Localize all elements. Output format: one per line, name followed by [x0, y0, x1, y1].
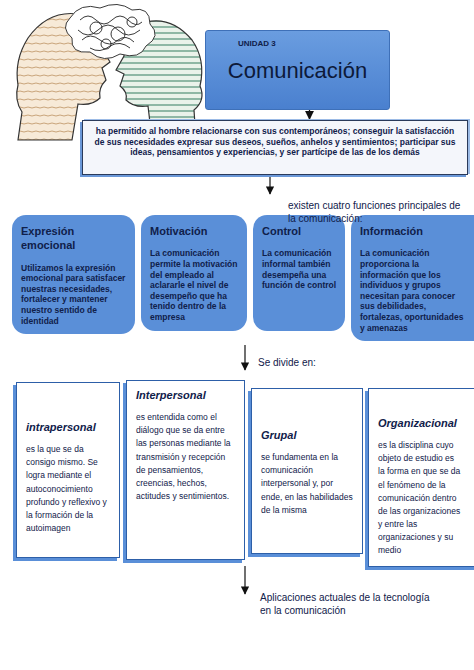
- title-box: UNIDAD 3 Comunicación: [205, 30, 390, 110]
- box-heading: UNIDAD 3: [238, 39, 379, 48]
- function-box: Motivación La comunicación permite la mot…: [141, 215, 247, 331]
- box-text: se fundamenta en la comunicación interpe…: [261, 451, 354, 517]
- note-text: Aplicaciones actuales de la tecnología e…: [260, 592, 440, 617]
- function-box: Control La comunicación informal también …: [253, 215, 345, 331]
- box-text: Comunicación: [216, 58, 379, 84]
- box-heading: Información: [360, 224, 467, 238]
- box-heading: Grupal: [261, 429, 354, 441]
- box-heading: Interpersonal: [136, 389, 236, 401]
- note-text: existen cuatro funciones principales de …: [288, 200, 468, 225]
- box-heading: Control: [262, 224, 337, 238]
- type-box: intrapersonal es la que se da consigo mis…: [16, 382, 120, 558]
- function-box: Información La comunicación proporciona l…: [351, 215, 474, 341]
- thought-scribble: [65, 4, 155, 58]
- type-box: Organizacional es la disciplina cuyo obje…: [368, 388, 474, 567]
- box-text: La comunicación proporciona la informaci…: [360, 248, 467, 333]
- box-text: La comunicación permite la motivación de…: [150, 248, 239, 322]
- arrow-line: [244, 345, 245, 370]
- box-text: es la disciplina cuyo objeto de estudio …: [378, 439, 463, 558]
- connector-arrow: [309, 110, 310, 119]
- definition-box: ha permitido al hombre relacionarse con …: [82, 120, 468, 175]
- box-heading: Organizacional: [378, 417, 463, 429]
- box-text: ha permitido al hombre relacionarse con …: [91, 126, 459, 158]
- box-text: La comunicación informal también desempe…: [262, 248, 337, 291]
- box-text: es la que se da consigo mismo. Se logra …: [26, 443, 111, 535]
- box-text: Utilizamos la expresión emocional para s…: [21, 263, 127, 327]
- arrow-line: [269, 176, 270, 194]
- type-box: Grupal se fundamenta en la comunicación i…: [251, 388, 363, 554]
- box-heading: intrapersonal: [26, 421, 111, 433]
- box-text: es entendida como el diálogo que se da e…: [136, 411, 236, 503]
- note-text: Se divide en:: [258, 357, 358, 370]
- type-box: Interpersonal es entendida como el diálog…: [126, 380, 245, 560]
- arrow-line: [244, 566, 245, 594]
- box-heading: Expresión emocional: [21, 224, 127, 253]
- function-box: Expresión emocionalUtilizamos la expresi…: [12, 215, 135, 334]
- box-heading: Motivación: [150, 224, 239, 238]
